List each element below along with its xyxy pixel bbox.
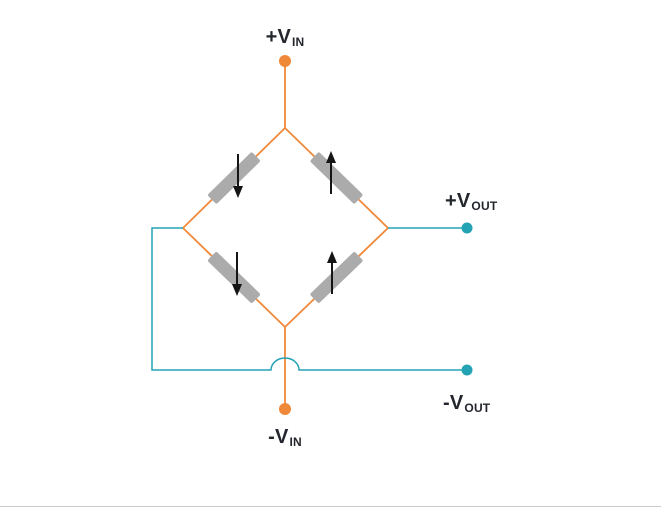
arrow-up-top-right-icon [326,151,336,194]
vout-pos-label: +VOUT [445,190,497,213]
vout-pos-label-sub: OUT [471,199,498,213]
vout-neg-label: -VOUT [443,392,490,415]
vout-neg-terminal [461,364,473,376]
vout-pos-terminal [461,222,473,234]
vin-pos-label-sub: IN [292,35,305,49]
strain-gauge-bottom-left [208,252,260,303]
arrow-head [326,151,336,163]
arrow-down-top-left-icon [233,154,243,198]
strain-gauge-bottom-right [310,252,363,303]
arrow-down-bottom-left-icon [232,252,242,296]
bridge-diamond-wire [182,127,389,328]
vout-pos-label-main: +V [445,190,471,212]
arrow-head [327,251,337,263]
vin-pos-label: +VIN [266,26,305,49]
vout-neg-wire [151,227,462,371]
strain-gauge-top-left [208,152,260,204]
vout-neg-label-sub: OUT [464,401,491,415]
vin-pos-terminal [279,55,291,67]
vin-neg-label-sub: IN [289,435,302,449]
vin-neg-label: -VIN [268,426,302,449]
arrow-up-bottom-right-icon [327,251,337,294]
arrow-head [233,186,243,198]
vin-neg-terminal [279,403,291,415]
vin-pos-label-main: +V [265,26,292,48]
strain-gauge-top-right [310,152,363,204]
vin-neg-label-main: -V [268,426,289,448]
vout-neg-label-main: -V [443,392,464,414]
arrow-head [232,284,242,296]
